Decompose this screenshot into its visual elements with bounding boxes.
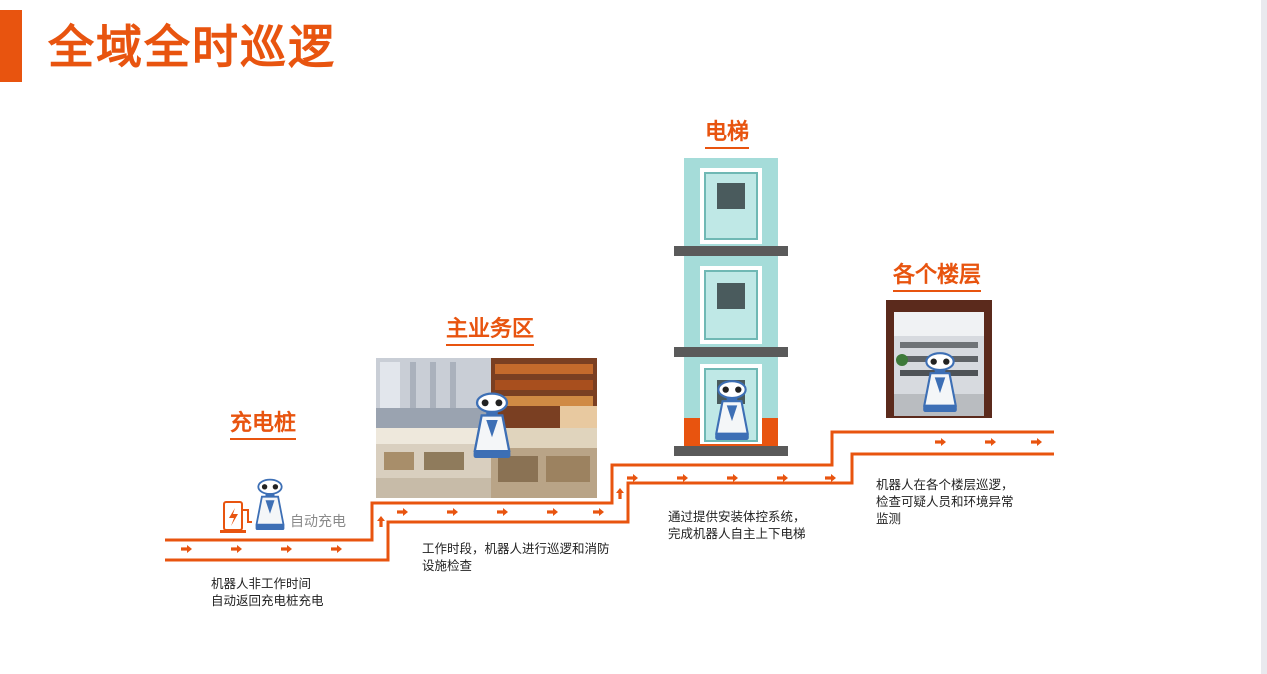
robot-icon — [922, 352, 958, 414]
stage-label-elevator: 电梯 — [705, 120, 750, 149]
elevator-shaft — [674, 158, 788, 456]
stage-desc-floors: 机器人在各个楼层巡逻， 检查可疑人员和环境异常 监测 — [876, 477, 1014, 526]
auto-charge-label: 自动充电 — [290, 514, 346, 530]
robot-icon — [472, 392, 512, 460]
stage-label-floors: 各个楼层 — [893, 263, 982, 292]
stage-desc-charging: 机器人非工作时间 自动返回充电桩充电 — [211, 576, 324, 608]
page-title: 全域全时巡逻 — [48, 20, 336, 74]
page-edge — [1261, 0, 1267, 674]
robot-icon — [714, 380, 750, 442]
path-upper-line — [165, 430, 1054, 542]
path-lower-line — [165, 452, 1054, 562]
stage-desc-elevator: 通过提供安装体控系统， 完成机器人自主上下电梯 — [668, 509, 806, 541]
stage-label-charging: 充电桩 — [230, 411, 297, 440]
title-accent-bar — [0, 10, 22, 82]
business-area-photos — [376, 358, 597, 498]
charging-pile-icon — [220, 501, 252, 533]
stage-desc-business: 工作时段，机器人进行巡逻和消防 设施检查 — [422, 541, 610, 573]
robot-icon — [254, 478, 286, 531]
stage-label-business: 主业务区 — [446, 317, 535, 346]
